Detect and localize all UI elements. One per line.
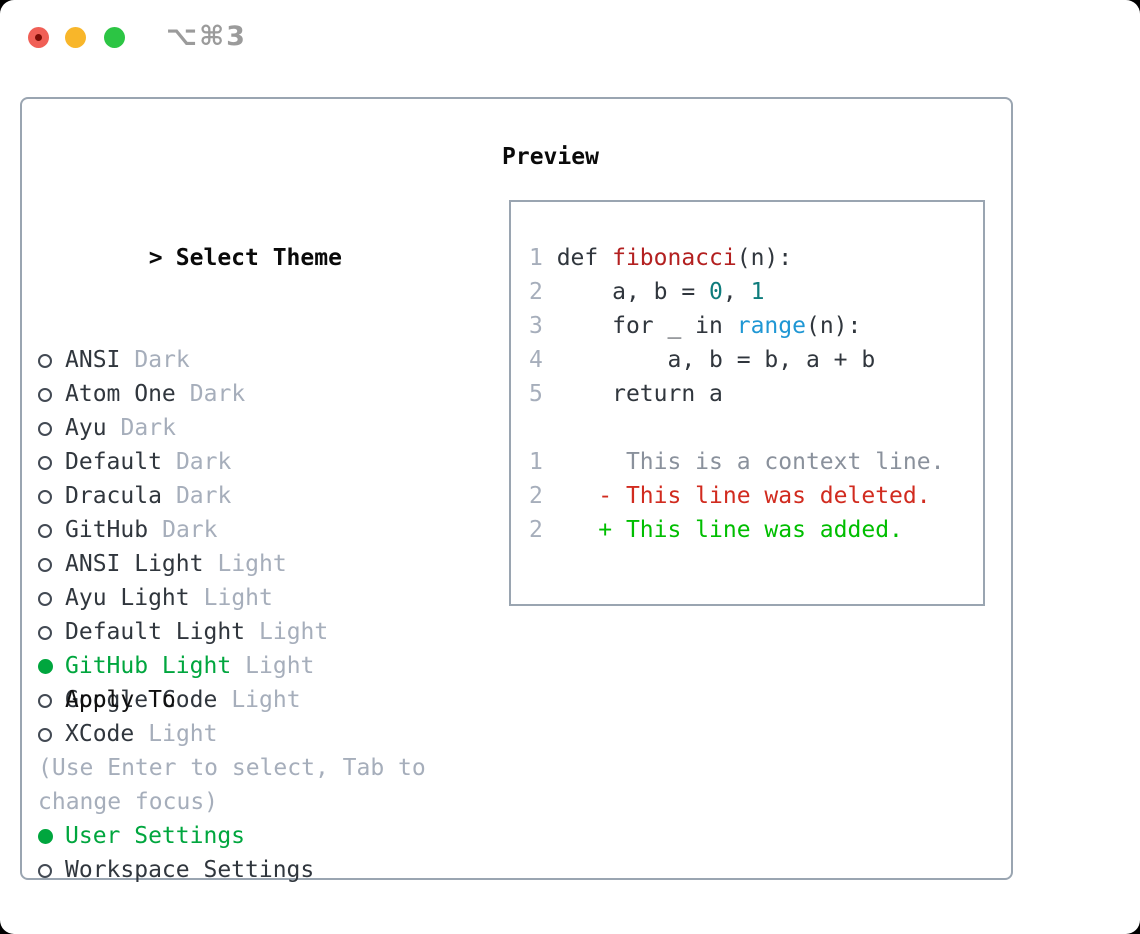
titlebar: ⌥⌘3 bbox=[0, 0, 1140, 70]
theme-variant-label: Dark bbox=[189, 381, 246, 407]
circle-outline-icon bbox=[38, 558, 52, 572]
apply-to-title: Apply To bbox=[65, 687, 176, 713]
apply-option-label: Workspace Settings bbox=[65, 857, 315, 883]
theme-option-label: ANSI Light bbox=[65, 551, 204, 577]
line-number: 2 bbox=[529, 279, 557, 305]
close-button[interactable] bbox=[28, 27, 49, 48]
theme-option-default-light[interactable]: Default Light Light bbox=[38, 615, 342, 649]
apply-option-workspace-settings[interactable]: Workspace Settings bbox=[38, 853, 314, 887]
preview-title: Preview bbox=[502, 144, 599, 170]
apply-option-label: User Settings bbox=[65, 823, 246, 849]
code-line: 2 a, b = 0, 1 bbox=[529, 279, 765, 305]
theme-option-label: Dracula bbox=[65, 483, 162, 509]
theme-option-label: GitHub Light bbox=[65, 653, 232, 679]
theme-option-label: Google Code bbox=[65, 687, 218, 713]
theme-variant-label: Light bbox=[148, 721, 218, 747]
line-number: 4 bbox=[529, 347, 557, 373]
minimize-button[interactable] bbox=[65, 27, 86, 48]
theme-variant-label: Dark bbox=[120, 415, 176, 441]
circle-outline-icon bbox=[38, 864, 52, 878]
theme-variant-label: Light bbox=[259, 619, 329, 645]
theme-option-label: Atom One bbox=[65, 381, 176, 407]
theme-option-label: Default Light bbox=[65, 619, 246, 645]
code-line: 2 + This line was added. bbox=[529, 517, 903, 543]
code-line: 1 This is a context line. bbox=[529, 449, 945, 475]
code-line: 1 def fibonacci(n): bbox=[529, 245, 793, 271]
preview-pane: 1 def fibonacci(n): 2 a, b = 0, 1 3 for _ … bbox=[509, 200, 985, 606]
theme-option-dracula[interactable]: Dracula Dark bbox=[38, 479, 342, 513]
line-number: 1 bbox=[529, 449, 557, 475]
circle-outline-icon bbox=[38, 728, 52, 742]
line-number: 2 bbox=[529, 483, 557, 509]
keyboard-hint: (Use Enter to select, Tab to change focu… bbox=[38, 755, 426, 815]
circle-outline-icon bbox=[38, 422, 52, 436]
theme-option-ayu[interactable]: Ayu Dark bbox=[38, 411, 342, 445]
theme-option-xcode[interactable]: XCode Light bbox=[38, 717, 342, 751]
theme-variant-label: Light bbox=[217, 551, 287, 577]
theme-list-title-label: Select Theme bbox=[175, 245, 342, 271]
theme-option-atom-one[interactable]: Atom One Dark bbox=[38, 377, 342, 411]
theme-option-github-light[interactable]: GitHub Light Light bbox=[38, 649, 342, 683]
code-line: 5 return a bbox=[529, 381, 723, 407]
theme-variant-label: Dark bbox=[175, 483, 232, 509]
code-line: 4 a, b = b, a + b bbox=[529, 347, 876, 373]
zoom-button[interactable] bbox=[104, 27, 125, 48]
theme-variant-label: Light bbox=[203, 585, 273, 611]
circle-outline-icon bbox=[38, 592, 52, 606]
line-number: 3 bbox=[529, 313, 557, 339]
code-line: 3 for _ in range(n): bbox=[529, 313, 862, 339]
theme-list-title: > Select Theme bbox=[38, 207, 342, 271]
circle-outline-icon bbox=[38, 490, 52, 504]
theme-option-label: XCode bbox=[65, 721, 135, 747]
line-number: 1 bbox=[529, 245, 557, 271]
theme-option-label: Ayu Light bbox=[65, 585, 190, 611]
code-preview: 1 def fibonacci(n): 2 a, b = 0, 1 3 for _ … bbox=[529, 241, 983, 411]
theme-option-ansi-light[interactable]: ANSI Light Light bbox=[38, 547, 342, 581]
code-line: 2 - This line was deleted. bbox=[529, 483, 931, 509]
theme-option-label: GitHub bbox=[65, 517, 149, 543]
theme-variant-label: Light bbox=[231, 687, 301, 713]
circle-outline-icon bbox=[38, 694, 52, 708]
circle-outline-icon bbox=[38, 388, 52, 402]
theme-variant-label: Dark bbox=[162, 517, 218, 543]
theme-option-ansi[interactable]: ANSI Dark bbox=[38, 343, 342, 377]
circle-filled-icon bbox=[38, 659, 53, 674]
theme-option-ayu-light[interactable]: Ayu Light Light bbox=[38, 581, 342, 615]
theme-variant-label: Dark bbox=[175, 449, 232, 475]
theme-variant-label: Dark bbox=[134, 347, 190, 373]
circle-outline-icon bbox=[38, 524, 52, 538]
circle-outline-icon bbox=[38, 354, 52, 368]
circle-outline-icon bbox=[38, 456, 52, 470]
line-number: 5 bbox=[529, 381, 557, 407]
window-shortcut-label: ⌥⌘3 bbox=[166, 21, 247, 52]
theme-option-label: Ayu bbox=[65, 415, 107, 441]
line-number: 2 bbox=[529, 517, 557, 543]
theme-variant-label: Light bbox=[245, 653, 315, 679]
theme-option-label: Default bbox=[65, 449, 162, 475]
theme-option-google-code[interactable]: Google Code Light bbox=[38, 683, 342, 717]
theme-option-default[interactable]: Default Dark bbox=[38, 445, 342, 479]
theme-option-label: ANSI bbox=[65, 347, 121, 373]
circle-outline-icon bbox=[38, 626, 52, 640]
circle-filled-icon bbox=[38, 829, 53, 844]
diff-preview: 1 This is a context line. 2 - This line w… bbox=[529, 445, 983, 547]
theme-option-github[interactable]: GitHub Dark bbox=[38, 513, 342, 547]
apply-option-user-settings[interactable]: User Settings bbox=[38, 819, 314, 853]
prompt-caret-icon: > bbox=[148, 245, 163, 271]
